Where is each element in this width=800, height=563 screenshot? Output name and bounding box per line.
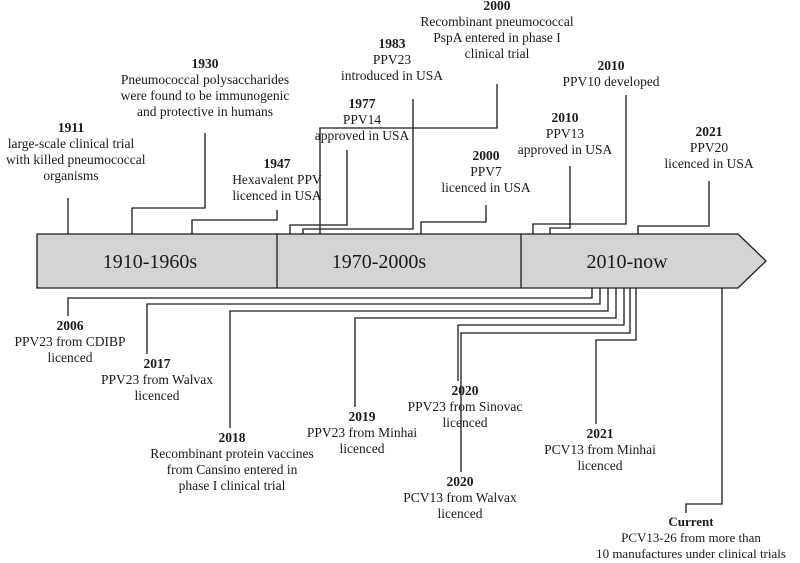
event-year: 1977 (348, 96, 376, 111)
event-year: 2021 (586, 426, 614, 441)
connector-2017 (146, 288, 601, 354)
event-year: 1947 (263, 156, 291, 171)
event-year: 2000 (472, 148, 500, 163)
event-2010-ppv13: 2010 PPV13 approved in USA (505, 110, 625, 158)
event-year: 2018 (218, 430, 246, 445)
event-text: large-scale clinical trial with killed p… (6, 136, 146, 183)
connector-2000b (420, 205, 487, 234)
event-year: 2017 (143, 356, 171, 371)
event-text: Pneumococcal polysaccharides were found … (120, 72, 290, 119)
connector-2021a (637, 181, 710, 234)
event-1930: 1930 Pneumococcal polysaccharides were f… (100, 56, 310, 120)
event-text: PPV10 developed (562, 74, 660, 89)
connector-2006 (67, 288, 593, 316)
connector-2010b (549, 166, 571, 234)
event-2020-sinovac: 2020 PPV23 from Sinovac licenced (390, 383, 540, 431)
segment-label-2010-now: 2010-now (586, 251, 668, 273)
event-text: Recombinant protein vaccines from Cansin… (150, 446, 314, 493)
event-year: 1911 (57, 120, 85, 135)
connector-1983 (302, 99, 414, 234)
event-2000-ppv7: 2000 PPV7 licenced in USA (431, 148, 541, 196)
event-year: 2020 (446, 474, 474, 489)
connector-1977 (289, 150, 348, 234)
event-year: 1983 (378, 36, 406, 51)
segment-label-1970-2000s: 1970-2000s (332, 251, 427, 273)
event-year: 2010 (597, 58, 625, 73)
connector-2019 (354, 288, 617, 407)
event-text: PPV13 approved in USA (517, 126, 613, 157)
event-text: Recombinant pneumococcal PspA entered in… (420, 14, 574, 61)
event-text: PPV20 licenced in USA (664, 140, 754, 171)
segment-label-1910-1960s: 1910-1960s (103, 251, 198, 273)
event-year: 2021 (695, 124, 723, 139)
event-text: PPV23 from Walvax licenced (101, 372, 213, 403)
event-2021-minhai: 2021 PCV13 from Minhai licenced (525, 426, 675, 474)
event-2000-pspa: 2000 Recombinant pneumococcal PspA enter… (397, 0, 597, 62)
event-text: PPV23 from Sinovac licenced (407, 399, 523, 430)
connector-1947 (191, 210, 278, 234)
event-2017: 2017 PPV23 from Walvax licenced (87, 356, 227, 404)
connector-1930 (131, 133, 206, 234)
event-year: 2020 (451, 383, 479, 398)
event-2010-ppv10: 2010 PPV10 developed (546, 58, 676, 90)
connector-2000a (319, 84, 498, 234)
connector-2021b (595, 288, 637, 424)
event-2020-walvax: 2020 PCV13 from Walvax licenced (385, 474, 535, 522)
connector-2010a (532, 95, 627, 234)
connector-2020a (457, 288, 625, 381)
event-2006: 2006 PPV23 from CDIBP licenced (0, 318, 140, 366)
event-year: Current (668, 514, 714, 529)
event-2021-ppv20: 2021 PPV20 licenced in USA (654, 124, 764, 172)
event-year: 2019 (348, 409, 376, 424)
connector-2020b (460, 288, 631, 472)
event-text: PPV23 from Minhai licenced (306, 425, 418, 456)
event-text: PPV7 licenced in USA (441, 164, 531, 195)
event-text: PCV13 from Walvax licenced (403, 490, 517, 521)
event-year: 2010 (551, 110, 579, 125)
event-2019: 2019 PPV23 from Minhai licenced (287, 409, 437, 457)
event-year: 1930 (191, 56, 219, 71)
event-text: Hexavalent PPV licenced in USA (232, 172, 322, 203)
timeline-arrow-bar (36, 233, 767, 289)
event-2018: 2018 Recombinant protein vaccines from C… (132, 430, 332, 494)
event-1983: 1983 PPV23 introduced in USA (322, 36, 462, 84)
event-year: 2000 (483, 0, 511, 13)
event-year: 2006 (56, 318, 84, 333)
event-1977: 1977 PPV14 approved in USA (302, 96, 422, 144)
event-text: PCV13-26 from more than 10 manufactures … (596, 530, 786, 561)
connector-2018 (229, 288, 609, 428)
event-text: PPV14 approved in USA (314, 112, 410, 143)
connector-current (685, 288, 723, 513)
event-1947: 1947 Hexavalent PPV licenced in USA (212, 156, 342, 204)
event-text: PCV13 from Minhai licenced (544, 442, 656, 473)
event-current: Current PCV13-26 from more than 10 manuf… (582, 514, 800, 562)
event-1911: 1911 large-scale clinical trial with kil… (6, 120, 146, 184)
event-text: PPV23 from CDIBP licenced (14, 334, 126, 365)
event-text: PPV23 introduced in USA (341, 52, 443, 83)
